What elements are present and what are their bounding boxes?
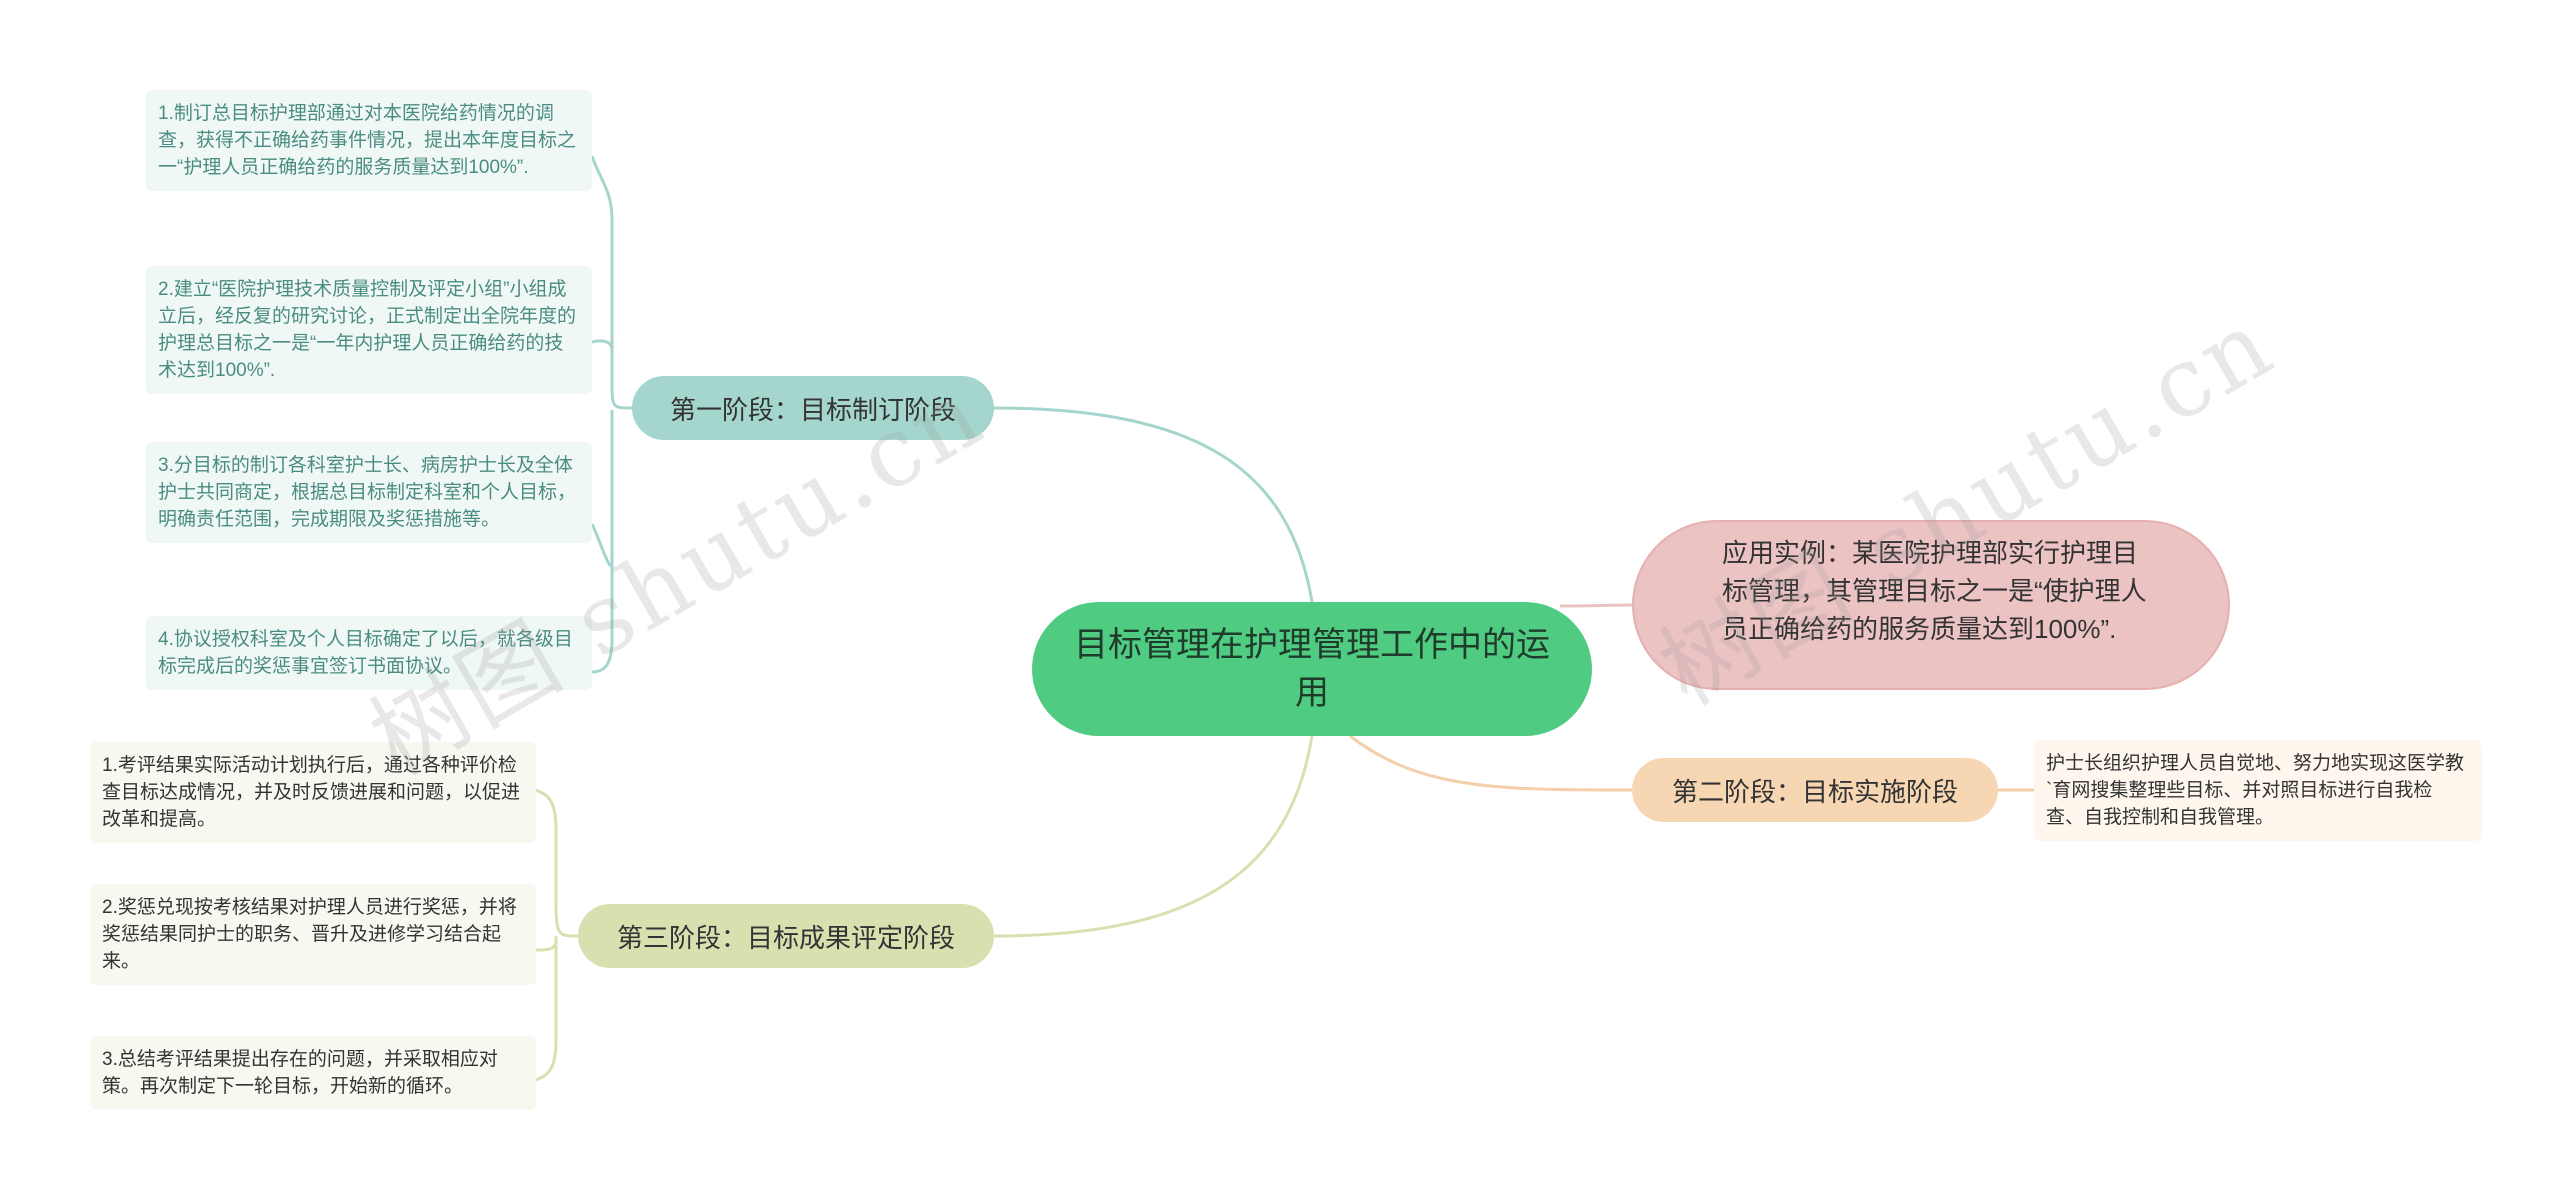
connector-root-stage3 <box>993 735 1314 938</box>
connector-root-example <box>1559 603 1633 608</box>
stage1-item-1: 1.制订总目标护理部通过对本医院给药情况的调查，获得不正确给药事件情况，提出本年… <box>146 90 592 191</box>
connector-root-stage2 <box>1349 734 1633 792</box>
branch-stage1[interactable]: 第一阶段：目标制订阶段 <box>632 376 994 440</box>
stage3-item-3: 3.总结考评结果提出存在的问题，并采取相应对策。再次制定下一轮目标，开始新的循环… <box>90 1036 536 1110</box>
stage1-item-3: 3.分目标的制订各科室护士长、病房护士长及全体护士共同商定，根据总目标制定科室和… <box>146 442 592 543</box>
branch-stage2[interactable]: 第二阶段：目标实施阶段 <box>1632 758 1998 822</box>
branch-example[interactable]: 应用实例：某医院护理部实行护理目标管理，其管理目标之一是“使护理人员正确给药的服… <box>1632 520 2230 690</box>
stage2-item-1: 护士长组织护理人员自觉地、努力地实现这医学教`育网搜集整理些目标、并对照目标进行… <box>2034 740 2482 841</box>
stage3-item-1: 1.考评结果实际活动计划执行后，通过各种评价检查目标达成情况，并及时反馈进展和问… <box>90 742 536 843</box>
stage3-item-2: 2.奖惩兑现按考核结果对护理人员进行奖惩，并将奖惩结果同护士的职务、晋升及进修学… <box>90 884 536 985</box>
connector-stage1-bracket <box>590 155 633 674</box>
connector-root-stage1 <box>993 406 1314 603</box>
stage1-item-4: 4.协议授权科室及个人目标确定了以后，就各级目标完成后的奖惩事宜签订书面协议。 <box>146 616 592 690</box>
root-topic[interactable]: 目标管理在护理管理工作中的运用 <box>1032 602 1592 736</box>
branch-stage3[interactable]: 第三阶段：目标成果评定阶段 <box>578 904 994 968</box>
stage1-item-2: 2.建立“医院护理技术质量控制及评定小组”小组成立后，经反复的研究讨论，正式制定… <box>146 266 592 394</box>
connector-stage3-bracket <box>535 788 579 1082</box>
